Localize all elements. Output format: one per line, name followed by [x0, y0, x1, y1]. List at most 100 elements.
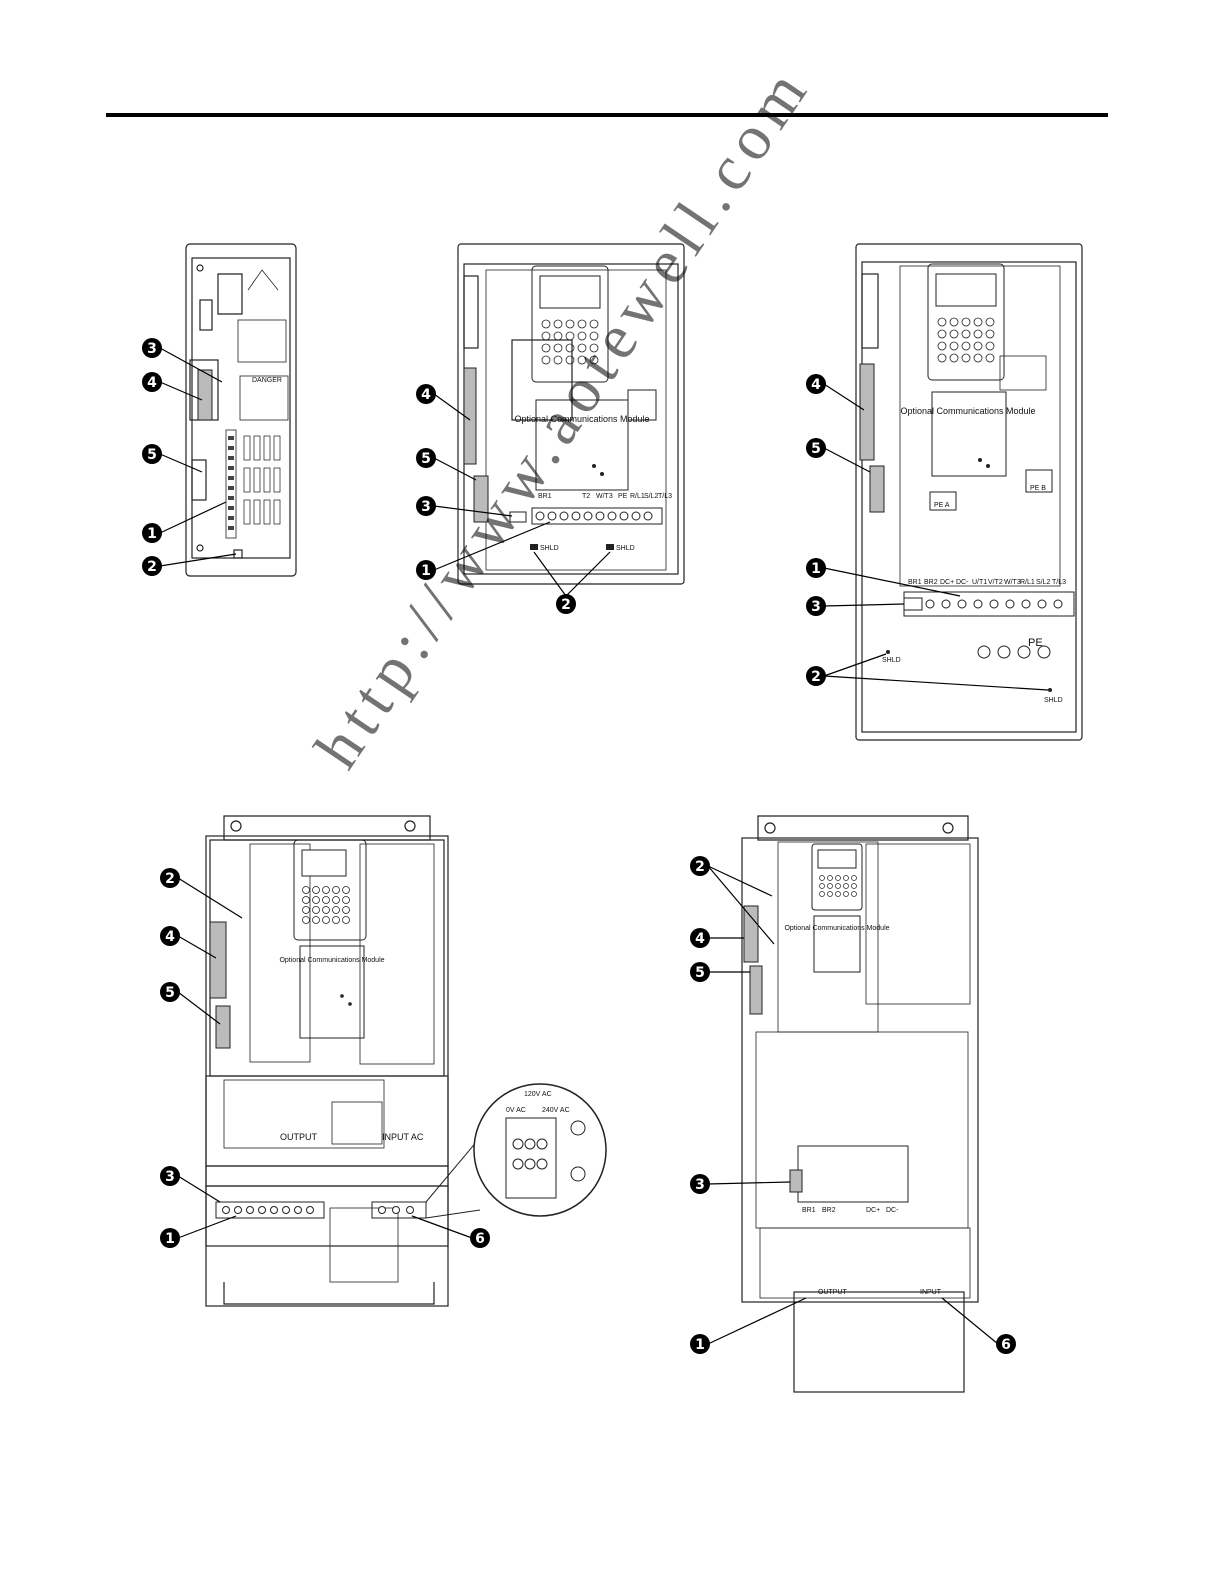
drive-frame-b-terminal-labels: BR1 T2 W/T3 PE R/L1 S/L2 T/L3: [538, 493, 672, 500]
svg-text:6: 6: [1001, 1337, 1011, 1353]
svg-text:PE B: PE B: [1030, 485, 1046, 492]
frame-c-callout-2: 2: [806, 653, 1049, 691]
svg-text:Optional Communications Module: Optional Communications Module: [900, 406, 1035, 416]
frame-e-input-label: INPUT: [920, 1289, 942, 1296]
svg-text:5: 5: [147, 447, 157, 463]
frame-a-danger-label: DANGER: [252, 377, 282, 384]
frame-e-callout-1: 1: [690, 1297, 807, 1354]
svg-text:DC-: DC-: [886, 1207, 899, 1214]
svg-text:SHLD: SHLD: [540, 545, 559, 552]
svg-text:5: 5: [421, 451, 431, 467]
watermark-text: http://www.aotewell.com: [300, 52, 825, 781]
frame-c-callout-1: 1: [806, 558, 961, 597]
drive-frame-b-shield-terminals: SHLD SHLD: [530, 544, 635, 552]
drive-frame-b-hmi-keypad: [531, 265, 609, 383]
svg-text:DC-: DC-: [956, 579, 969, 586]
drive-frame-a-io-connector: [197, 369, 213, 421]
drive-frame-b-figure: Optional Communications Module BR1 T2 W/…: [400, 240, 700, 620]
svg-text:DC+: DC+: [866, 1207, 880, 1214]
frame-a-callout-4: 4: [142, 372, 203, 401]
frame-d-callout-3: 3: [160, 1166, 221, 1203]
svg-text:2: 2: [165, 871, 175, 887]
drive-frame-a-figure: DANGER 3 4 5 1 2: [130, 240, 310, 580]
svg-text:T2: T2: [582, 493, 590, 500]
svg-text:0V AC: 0V AC: [506, 1107, 526, 1114]
frame-b-callout-2: 2: [533, 551, 611, 614]
frame-b-callout-5: 5: [416, 448, 477, 481]
svg-text:BR1: BR1: [908, 579, 922, 586]
drive-frame-d-hmi-keypad: [293, 839, 367, 941]
svg-text:2: 2: [811, 669, 821, 685]
frame-d-callout-2: 2: [160, 868, 243, 919]
svg-text:S/L2: S/L2: [644, 493, 659, 500]
frame-a-callout-1: 1: [142, 501, 227, 543]
frame-e-callout-2: 2: [690, 856, 775, 945]
frame-b-callout-4: 4: [416, 384, 471, 421]
svg-text:U/T1: U/T1: [972, 579, 987, 586]
svg-text:3: 3: [811, 599, 821, 615]
svg-text:2: 2: [695, 859, 705, 875]
svg-text:4: 4: [695, 931, 705, 947]
svg-text:SHLD: SHLD: [1044, 697, 1063, 704]
svg-text:1: 1: [165, 1231, 175, 1247]
svg-text:S/L2: S/L2: [1036, 579, 1051, 586]
frame-d-callout-4: 4: [160, 926, 217, 959]
drive-frame-a-terminal-block: [228, 436, 234, 530]
drive-frame-c-terminal-labels: BR1 BR2 DC+ DC- U/T1 V/T2 W/T3 R/L1 S/L2…: [908, 579, 1066, 586]
svg-text:Optional Communications Module: Optional Communications Module: [514, 414, 649, 424]
svg-text:3: 3: [695, 1177, 705, 1193]
svg-text:Optional Communications Module: Optional Communications Module: [279, 957, 384, 964]
svg-text:240V AC: 240V AC: [542, 1107, 570, 1114]
svg-text:W/T3: W/T3: [1004, 579, 1021, 586]
svg-text:SHLD: SHLD: [616, 545, 635, 552]
drive-frame-d-detail-inset: 0V AC 120V AC 240V AC: [425, 1083, 607, 1219]
svg-text:4: 4: [421, 387, 431, 403]
frame-e-callout-5: 5: [690, 962, 750, 982]
drive-frame-d-figure: Optional Communications Module OUTPUT IN…: [150, 810, 620, 1330]
frame-d-input-label: INPUT AC: [382, 1132, 424, 1142]
drive-frame-e-chassis: [741, 815, 979, 1393]
svg-text:2: 2: [147, 559, 157, 575]
svg-text:BR1: BR1: [538, 493, 552, 500]
svg-text:5: 5: [165, 985, 175, 1001]
frame-d-callout-5: 5: [160, 982, 221, 1025]
drive-frame-d-chassis: [205, 815, 449, 1307]
svg-text:PE A: PE A: [934, 502, 950, 509]
svg-text:6: 6: [475, 1231, 485, 1247]
svg-text:W/T3: W/T3: [596, 493, 613, 500]
frame-d-callout-6: 6: [411, 1215, 490, 1248]
svg-text:Optional Communications Module: Optional Communications Module: [784, 925, 889, 932]
frame-b-callout-3: 3: [416, 496, 513, 517]
drive-frame-e-figure: Optional Communications Module BR1 BR2 D…: [680, 810, 1040, 1400]
svg-text:5: 5: [695, 965, 705, 981]
drive-frame-c-hmi-keypad: [927, 263, 1005, 381]
frame-d-output-label: OUTPUT: [280, 1132, 318, 1142]
drive-frame-c-shield-terminals: SHLD SHLD: [882, 650, 1063, 704]
svg-text:BR1: BR1: [802, 1207, 816, 1214]
frame-d-callout-1: 1: [160, 1215, 237, 1248]
svg-text:SHLD: SHLD: [882, 657, 901, 664]
svg-text:120V AC: 120V AC: [524, 1091, 552, 1098]
drive-frame-b-comm-module: Optional Communications Module: [514, 399, 650, 491]
svg-text:1: 1: [421, 563, 431, 579]
header-rule: [106, 113, 1108, 117]
svg-text:T/L3: T/L3: [1052, 579, 1066, 586]
drive-frame-c-io-connector: [859, 363, 885, 513]
frame-e-output-label: OUTPUT: [818, 1289, 848, 1296]
frame-c-callout-5: 5: [806, 438, 871, 473]
svg-text:R/L1: R/L1: [1020, 579, 1035, 586]
frame-a-callout-2: 2: [142, 553, 237, 576]
svg-text:T/L3: T/L3: [658, 493, 672, 500]
drive-frame-d-power-terminal-strip: [215, 1201, 427, 1219]
drive-frame-e-dc-terminal-labels: BR1 BR2 DC+ DC-: [802, 1207, 899, 1214]
drive-frame-e-comm-module: Optional Communications Module: [784, 915, 890, 973]
frame-c-callout-4: 4: [806, 374, 865, 411]
svg-text:V/T2: V/T2: [988, 579, 1003, 586]
drive-frame-c-chassis: [855, 243, 1083, 741]
svg-text:BR2: BR2: [822, 1207, 836, 1214]
svg-text:4: 4: [165, 929, 175, 945]
drive-frame-d-io-connector: [209, 921, 231, 1049]
drive-frame-e-hmi-keypad: [811, 843, 863, 911]
drive-frame-b-power-terminal-strip: [509, 507, 663, 525]
drive-frame-a-vent-slots: [243, 435, 281, 525]
